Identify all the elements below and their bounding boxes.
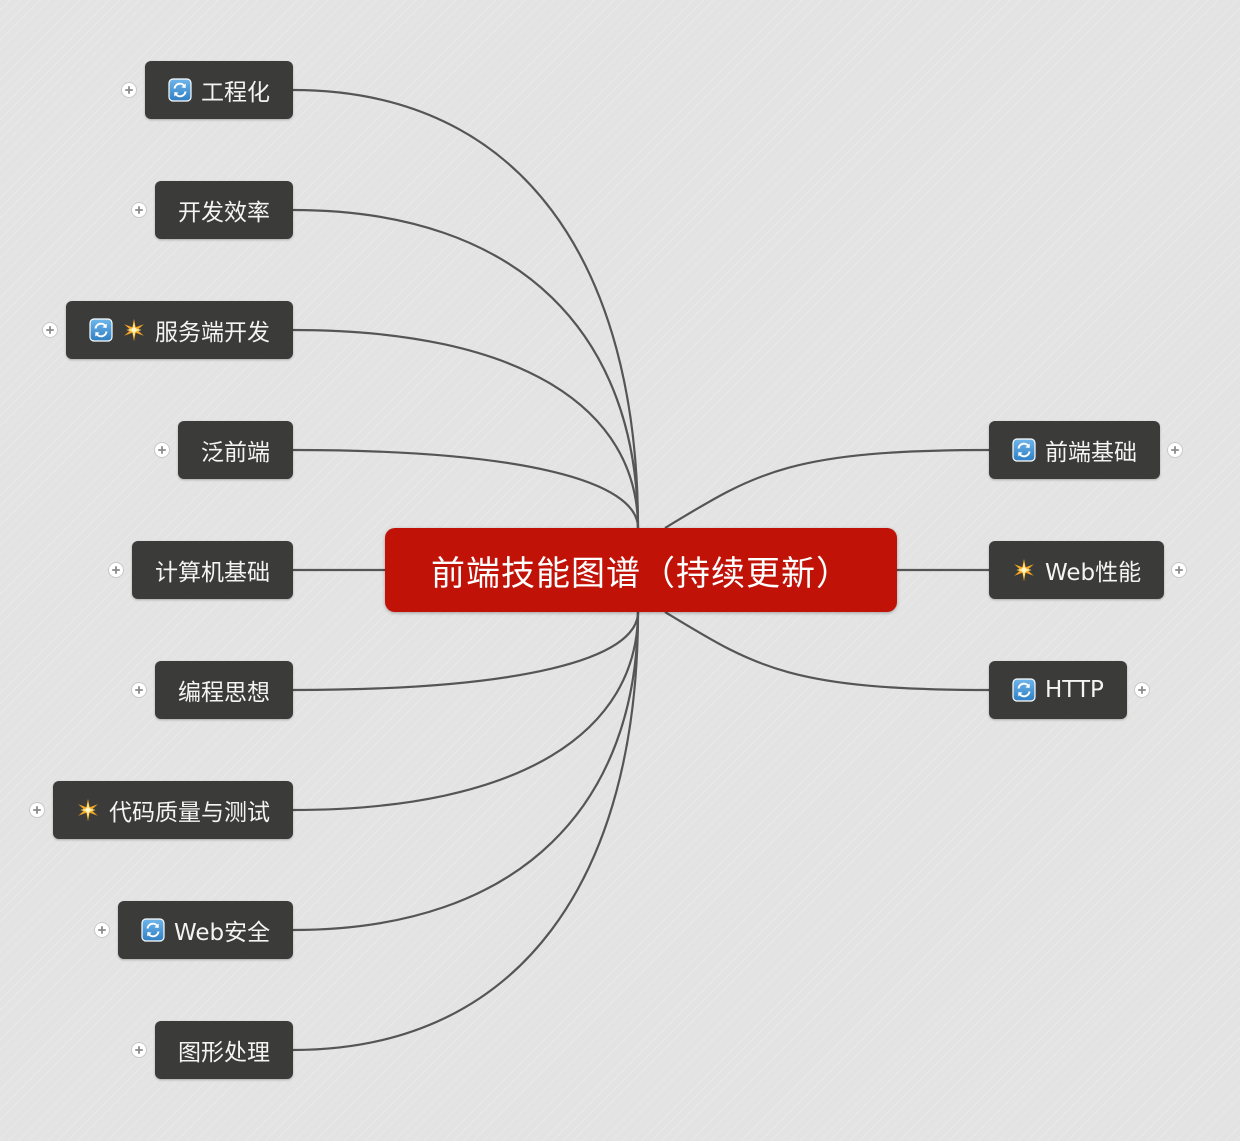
expand-pan-frontend-button[interactable]: [154, 442, 170, 458]
topic-http[interactable]: HTTP: [989, 661, 1127, 719]
expand-engineering-button[interactable]: [121, 82, 137, 98]
refresh-icon: [89, 318, 113, 342]
expand-dev-efficiency-button[interactable]: [131, 202, 147, 218]
refresh-icon: [141, 918, 165, 942]
connector-web-security: [292, 611, 640, 932]
topic-label: Web性能: [1045, 560, 1142, 586]
connector-server-side: [292, 328, 640, 529]
expand-graphics-button[interactable]: [131, 1042, 147, 1058]
topic-frontend-basics[interactable]: 前端基础: [989, 421, 1160, 479]
topic-label: 开发效率: [178, 200, 270, 226]
topic-label: 泛前端: [201, 440, 270, 466]
connector-graphics: [292, 611, 640, 1052]
topic-label: 编程思想: [178, 680, 270, 706]
refresh-icon: [168, 78, 192, 102]
expand-programming-thinking-button[interactable]: [131, 682, 147, 698]
topic-code-quality[interactable]: 代码质量与测试: [53, 781, 293, 839]
connector-pan-frontend: [292, 448, 640, 529]
connector-code-quality: [292, 611, 640, 812]
connector-frontend-basics: [664, 448, 990, 529]
expand-http-button[interactable]: [1134, 682, 1150, 698]
topic-label: Web安全: [174, 920, 271, 946]
topic-web-security[interactable]: Web安全: [118, 901, 294, 959]
expand-cs-basics-button[interactable]: [108, 562, 124, 578]
connector-programming-thinking: [292, 611, 640, 692]
topic-label: 前端基础: [1045, 440, 1137, 466]
expand-server-side-button[interactable]: [42, 322, 58, 338]
topic-label: 工程化: [201, 80, 270, 106]
topic-label: 服务端开发: [155, 320, 270, 346]
topic-web-performance[interactable]: Web性能: [989, 541, 1165, 599]
star-icon: [1012, 558, 1036, 582]
connector-dev-efficiency: [292, 208, 640, 529]
connector-http: [664, 611, 990, 692]
topic-label: 图形处理: [178, 1040, 270, 1066]
topic-label: HTTP: [1045, 677, 1104, 703]
topic-graphics[interactable]: 图形处理: [155, 1021, 293, 1079]
expand-web-security-button[interactable]: [94, 922, 110, 938]
topic-label: 计算机基础: [155, 560, 270, 586]
refresh-icon: [1012, 678, 1036, 702]
expand-code-quality-button[interactable]: [29, 802, 45, 818]
topic-label: 代码质量与测试: [109, 800, 270, 826]
topic-programming-thinking[interactable]: 编程思想: [155, 661, 293, 719]
topic-engineering[interactable]: 工程化: [145, 61, 293, 119]
topic-dev-efficiency[interactable]: 开发效率: [155, 181, 293, 239]
topic-cs-basics[interactable]: 计算机基础: [132, 541, 293, 599]
star-icon: [122, 318, 146, 342]
root-topic[interactable]: 前端技能图谱（持续更新）: [385, 528, 897, 612]
connector-engineering: [292, 88, 640, 529]
topic-pan-frontend[interactable]: 泛前端: [178, 421, 293, 479]
expand-web-performance-button[interactable]: [1171, 562, 1187, 578]
topic-server-side[interactable]: 服务端开发: [66, 301, 293, 359]
star-icon: [76, 798, 100, 822]
expand-frontend-basics-button[interactable]: [1167, 442, 1183, 458]
refresh-icon: [1012, 438, 1036, 462]
root-topic-label: 前端技能图谱（持续更新）: [431, 553, 851, 594]
